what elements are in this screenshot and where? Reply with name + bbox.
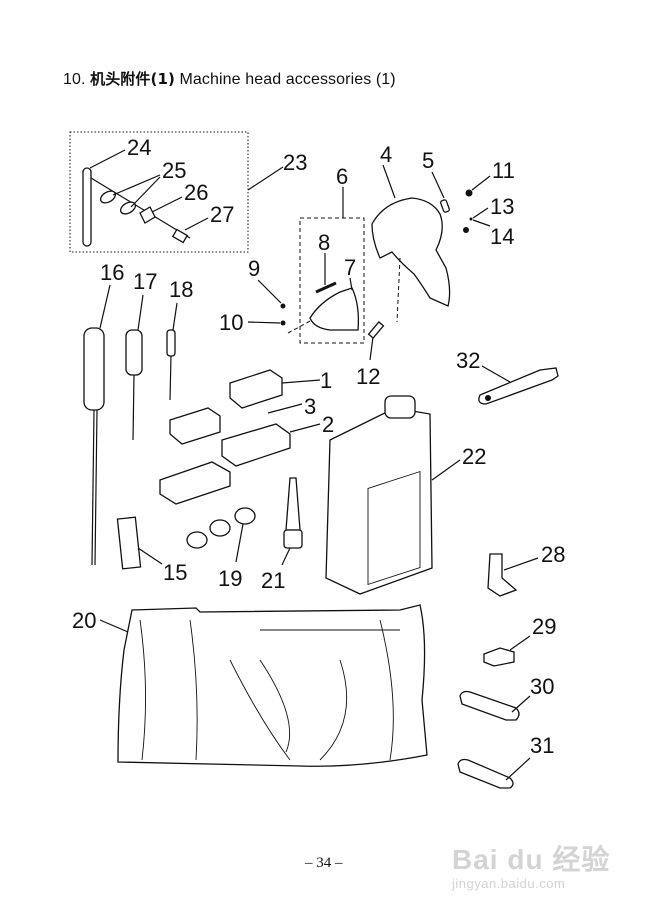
callout-26: 26: [184, 180, 208, 205]
presser-parts: 28 29 30 31: [457, 542, 565, 789]
callout-2: 2: [322, 412, 334, 437]
part-11-screw: [465, 189, 473, 197]
callout-11: 11: [492, 158, 515, 183]
dashed-box-6: [299, 217, 365, 344]
part-13-screw: [469, 217, 473, 221]
callout-28: 28: [541, 542, 565, 567]
callout-8: 8: [318, 230, 330, 255]
part-14-screw: [463, 227, 469, 233]
dust-cover: 20: [72, 604, 428, 767]
part-4-bracket: [371, 197, 451, 307]
part-26-spring: [139, 206, 156, 224]
part-20-dust-cover: [117, 604, 428, 767]
callout-3: 3: [304, 394, 316, 419]
section-number: 10.: [63, 71, 86, 88]
callout-31: 31: [530, 733, 554, 758]
part-group-6: 6 8 7: [287, 164, 365, 344]
part-27-nut: [171, 228, 189, 244]
callout-30: 30: [530, 674, 554, 699]
part-21-spool-pin: [285, 477, 301, 531]
part-12-shaft: [367, 321, 385, 339]
wrench: 32: [456, 348, 559, 405]
callout-20: 20: [72, 608, 96, 633]
callout-18: 18: [169, 277, 193, 302]
callout-14: 14: [490, 224, 514, 249]
callout-21: 21: [261, 568, 285, 593]
callout-5: 5: [422, 148, 434, 173]
part-28-presser-foot: [487, 553, 518, 597]
part-group-4: 4 5 11 13 14 12: [356, 142, 515, 389]
part-22-oil-bottle: [325, 407, 433, 595]
part-25-disc-a: [99, 190, 117, 204]
part-22-label: [367, 470, 421, 586]
callout-32: 32: [456, 348, 480, 373]
part-21-base: [283, 529, 303, 549]
callout-27: 27: [210, 202, 234, 227]
callout-23: 23: [283, 150, 307, 175]
part-17-medium-screwdriver: [125, 329, 143, 376]
part-1-cap-b: [169, 407, 221, 445]
part-7-eye-guard: [309, 287, 360, 331]
callout-16: 16: [100, 260, 124, 285]
oil-bottle: 22: [325, 395, 486, 595]
small-items: 15 19 21: [116, 477, 303, 593]
watermark-url: jingyan.baidu.com: [452, 876, 566, 891]
part-24-rod: [82, 167, 92, 247]
part-2-base-a: [221, 423, 291, 467]
callout-19: 19: [218, 566, 242, 591]
callout-29: 29: [532, 614, 556, 639]
callout-6: 6: [336, 164, 348, 189]
part-5-collar: [440, 199, 450, 213]
callout-15: 15: [163, 560, 187, 585]
part-31-needle-plate: [457, 758, 514, 789]
callout-7: 7: [344, 255, 356, 280]
callout-25: 25: [162, 158, 186, 183]
dotted-box-23: [69, 131, 249, 253]
part-19-bobbin-b: [209, 519, 231, 537]
part-1-cap-a: [229, 369, 283, 409]
part-32-wrench: [478, 367, 559, 405]
callout-13: 13: [490, 194, 514, 219]
part-19-bobbin-c: [234, 507, 256, 525]
holders: 1 3 2: [159, 368, 334, 505]
part-9-10: 9 10: [219, 256, 286, 335]
callout-17: 17: [133, 269, 157, 294]
section-title-en: Machine head accessories (1): [179, 71, 396, 88]
callout-10: 10: [219, 310, 243, 335]
section-title: 10. 机头附件(1) Machine head accessories (1): [63, 68, 396, 89]
part-15-card: [116, 516, 142, 570]
callout-22: 22: [462, 444, 486, 469]
part-29-feed-dog: [483, 647, 515, 667]
callout-4: 4: [380, 142, 392, 167]
part-22-cap: [384, 395, 416, 419]
part-30-needle-plate: [459, 690, 520, 721]
page-number: – 34 –: [305, 855, 343, 871]
callout-1: 1: [320, 368, 332, 393]
part-9-screw: [280, 303, 286, 309]
watermark: Bai du 经验 jingyan.baidu.com: [452, 838, 610, 891]
part-2-base-b: [159, 461, 231, 505]
part-18-small-screwdriver: [166, 329, 176, 357]
part-25-disc-b: [119, 201, 137, 215]
callout-12: 12: [356, 364, 380, 389]
part-10-washer: [280, 320, 286, 326]
callout-9: 9: [248, 256, 260, 281]
callout-24: 24: [127, 135, 151, 160]
section-title-cn: 机头附件(1): [90, 70, 175, 88]
part-19-bobbin-a: [186, 531, 208, 549]
screwdrivers: 16 17 18: [83, 260, 193, 566]
part-group-23: 24 25 26 27 23: [69, 131, 307, 253]
part-16-large-screwdriver: [83, 327, 105, 411]
watermark-brand: Bai du 经验: [452, 844, 611, 875]
